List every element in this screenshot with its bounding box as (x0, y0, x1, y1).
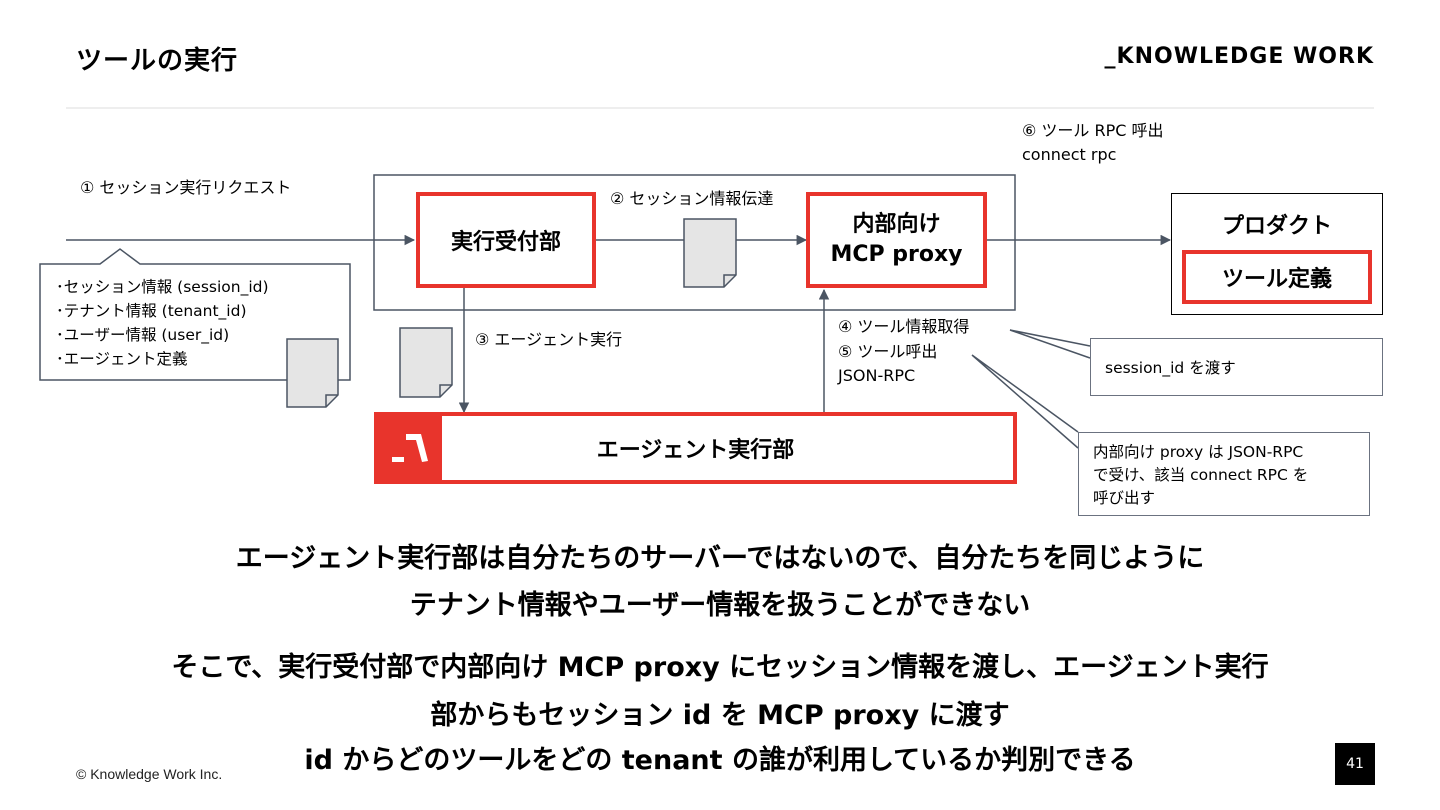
reception-box: 実行受付部 (416, 192, 596, 288)
message-line-2: テナント情報やユーザー情報を扱うことができない (409, 590, 1031, 621)
step-6-label: ⑥ ツール RPC 呼出 (1022, 121, 1164, 140)
session-item: ･セッション情報 (session_id) (56, 278, 269, 296)
copyright: © Knowledge Work Inc. (76, 766, 223, 782)
product-box: プロダクト ツール定義 (1171, 193, 1383, 315)
step-6-sub: connect rpc (1022, 145, 1117, 164)
session-item: ･テナント情報 (tenant_id) (56, 302, 247, 320)
proxy-callout-tail (971, 354, 1079, 449)
document-icon (286, 338, 339, 408)
agent-logo-icon (378, 416, 442, 480)
step-5-sub: JSON-RPC (838, 366, 916, 385)
header-divider (66, 107, 1374, 109)
page-title: ツールの実行 (76, 46, 239, 76)
brand-logo: _KNOWLEDGE WORK (1104, 44, 1374, 69)
proxy-label-line1: 内部向け (852, 212, 941, 237)
proxy-callout-text: 内部向け proxy は JSON-RPC で受け、該当 connect RPC… (1093, 441, 1308, 510)
session-id-callout-tail (1009, 329, 1091, 359)
mcp-proxy-box: 内部向け MCP proxy (806, 192, 987, 288)
document-icon (683, 218, 737, 288)
agent-exec-label: エージェント実行部 (596, 438, 795, 463)
tool-definition-box: ツール定義 (1182, 250, 1372, 304)
session-item: ･ユーザー情報 (user_id) (56, 326, 230, 344)
reception-label: 実行受付部 (450, 230, 561, 255)
step-4-label: ④ ツール情報取得 (838, 317, 970, 336)
proxy-callout-line: 呼び出す (1093, 489, 1156, 507)
step-2-label: ② セッション情報伝達 (610, 189, 774, 208)
session-id-callout: session_id を渡す (1090, 338, 1383, 396)
step-1-label: ① セッション実行リクエスト (80, 178, 292, 197)
session-callout-shape (39, 248, 351, 381)
step-3-label: ③ エージェント実行 (475, 330, 623, 349)
product-label: プロダクト (1221, 214, 1332, 239)
service-group-frame (373, 174, 1016, 311)
message-line-1: エージェント実行部は自分たちのサーバーではないので、自分たちを同じように (235, 543, 1205, 574)
message-line-3: そこで、実行受付部で内部向け MCP proxy にセッション情報を渡し、エージ… (171, 652, 1269, 683)
proxy-callout-line: 内部向け proxy は JSON-RPC (1093, 443, 1304, 461)
step-5-label: ⑤ ツール呼出 (838, 342, 938, 361)
proxy-callout-line: で受け、該当 connect RPC を (1093, 466, 1309, 484)
tool-definition-label: ツール定義 (1221, 267, 1332, 292)
session-item: ･エージェント定義 (56, 350, 188, 368)
message-line-5: id からどのツールをどの tenant の誰が利用しているか判別できる (304, 745, 1136, 776)
proxy-callout: 内部向け proxy は JSON-RPC で受け、該当 connect RPC… (1078, 432, 1370, 516)
proxy-label-line2: MCP proxy (830, 242, 963, 267)
session-item-list: ･セッション情報 (session_id) ･テナント情報 (tenant_id… (56, 275, 269, 371)
page-number: 41 (1335, 743, 1375, 785)
session-id-callout-text: session_id を渡す (1105, 359, 1236, 377)
message-line-4: 部からもセッション id を MCP proxy に渡す (430, 700, 1010, 731)
document-icon (399, 327, 453, 398)
agent-exec-box: エージェント実行部 (374, 412, 1017, 484)
